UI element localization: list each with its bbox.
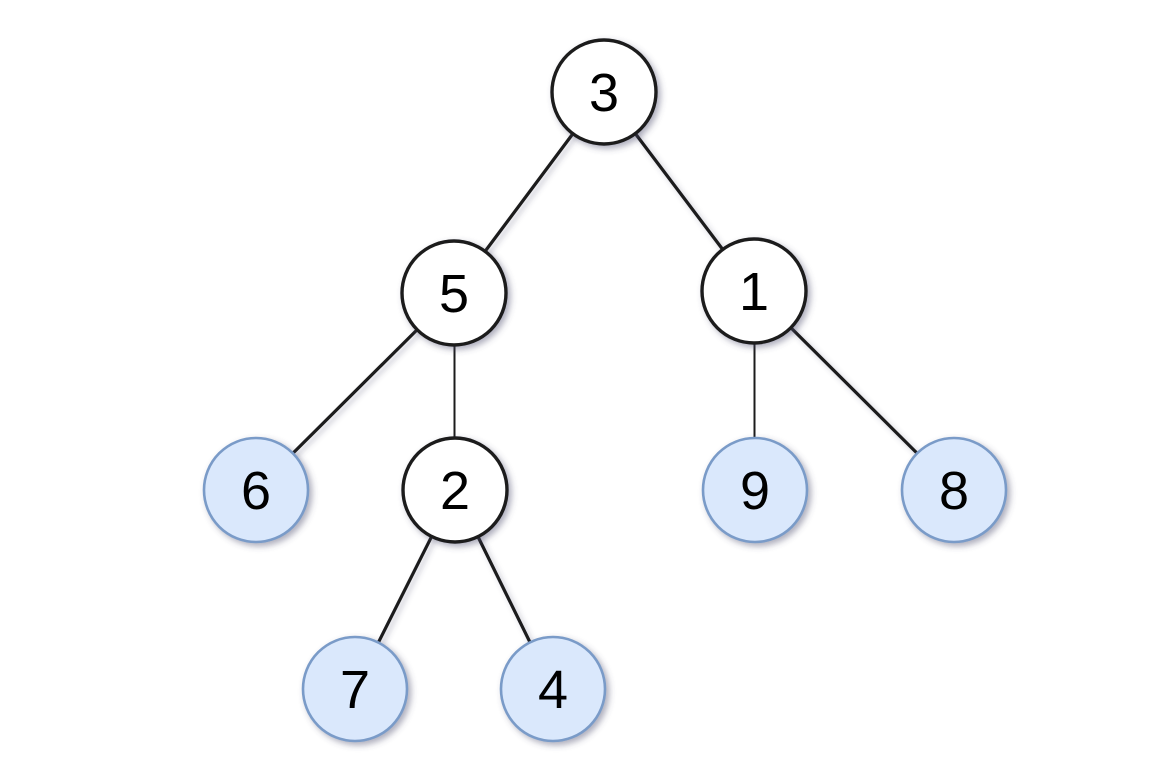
- tree-edge-2-7: [376, 533, 434, 646]
- tree-node-1[interactable]: 1: [700, 237, 808, 345]
- tree-edge-2-4: [475, 534, 533, 645]
- tree-node-9[interactable]: 9: [701, 436, 809, 544]
- tree-edge-5-6: [290, 327, 420, 456]
- tree-node-5[interactable]: 5: [400, 239, 508, 347]
- node-circle-1[interactable]: [700, 237, 808, 345]
- node-circle-5[interactable]: [400, 239, 508, 347]
- tree-node-4[interactable]: 4: [499, 635, 607, 743]
- tree-edge-1-8: [788, 325, 920, 456]
- node-circle-2[interactable]: [401, 436, 509, 544]
- node-circle-9[interactable]: [701, 436, 809, 544]
- tree-node-2[interactable]: 2: [401, 436, 509, 544]
- node-circle-3[interactable]: [550, 38, 658, 146]
- tree-node-3[interactable]: 3: [550, 38, 658, 146]
- tree-node-6[interactable]: 6: [202, 436, 310, 544]
- node-circle-6[interactable]: [202, 436, 310, 544]
- tree-node-7[interactable]: 7: [301, 635, 409, 743]
- tree-node-8[interactable]: 8: [900, 436, 1008, 544]
- tree-edges-layer: [290, 131, 920, 646]
- tree-edge-3-5: [482, 131, 576, 254]
- node-circle-4[interactable]: [499, 635, 607, 743]
- node-circle-8[interactable]: [900, 436, 1008, 544]
- node-circle-7[interactable]: [301, 635, 409, 743]
- tree-edge-3-1: [633, 131, 725, 252]
